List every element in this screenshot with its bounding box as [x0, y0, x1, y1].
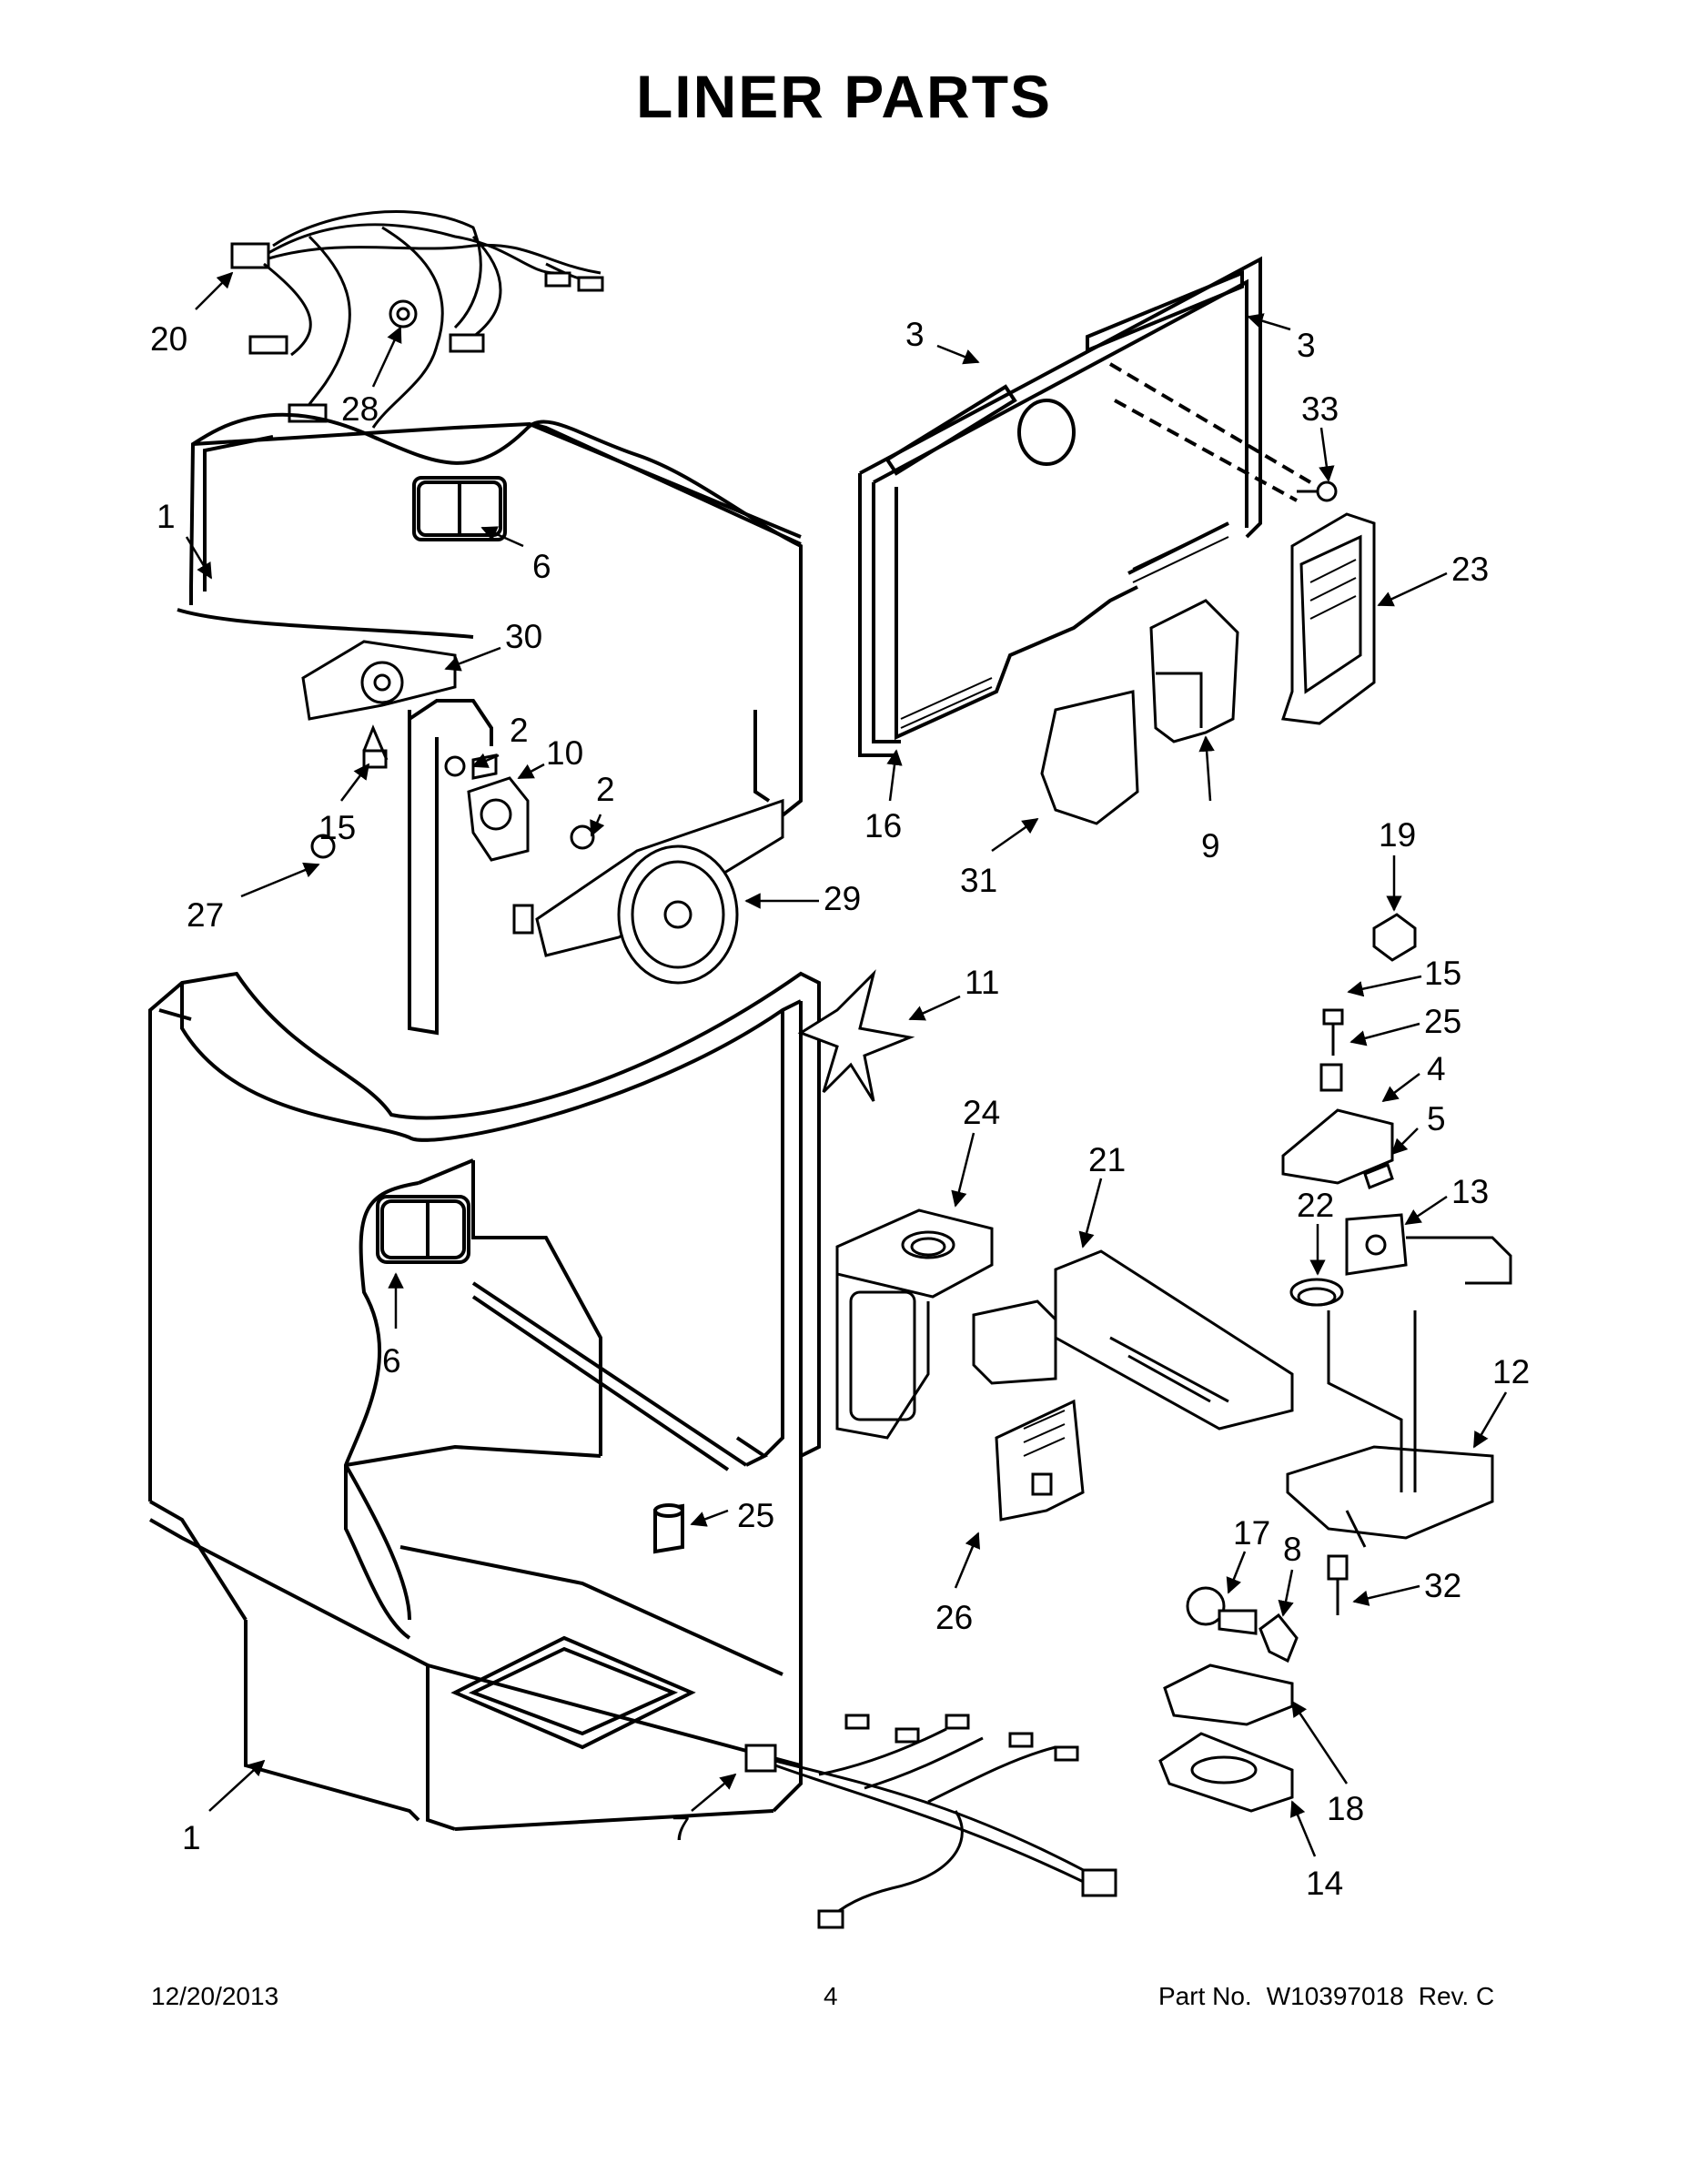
leader-arrows: [185, 271, 1508, 1857]
callout-32: 32: [1424, 1567, 1461, 1604]
callout-10: 10: [546, 734, 583, 772]
footer-part-number: W10397018: [1266, 1982, 1404, 2010]
wiring-harness-lower: [744, 1714, 1117, 1929]
callout-3-left: 3: [905, 316, 925, 353]
footer-part-label: Part No.: [1158, 1982, 1252, 2010]
callout-2-b: 2: [596, 771, 615, 808]
callout-30: 30: [505, 618, 542, 655]
freezer-liner: [177, 412, 803, 1036]
light-components: [1158, 1554, 1349, 1813]
wiring-harness-upper: [230, 210, 604, 429]
callout-1-lower: 1: [182, 1819, 201, 1856]
callout-5: 5: [1427, 1100, 1446, 1138]
fresh-food-liner: [148, 971, 821, 1831]
callout-6-lower: 6: [382, 1342, 401, 1380]
callout-6-upper: 6: [532, 548, 551, 585]
footer-page-number: 4: [824, 1982, 838, 2010]
evaporator-cover: [858, 256, 1312, 757]
air-grilles: [1040, 480, 1376, 825]
fan-assembly: [301, 640, 915, 1102]
page-title: LINER PARTS: [635, 63, 1053, 130]
callout-21: 21: [1088, 1141, 1126, 1178]
callout-28: 28: [341, 390, 379, 428]
callout-15-right: 15: [1424, 955, 1461, 992]
footer-part-info: Part No. W10397018 Rev. C: [1158, 1982, 1509, 2011]
callout-11: 11: [965, 964, 999, 1001]
footer-date: 12/20/2013: [151, 1982, 279, 2010]
callout-3-right: 3: [1297, 327, 1316, 364]
callout-8: 8: [1283, 1531, 1302, 1568]
callout-13: 13: [1451, 1173, 1489, 1210]
callout-9: 9: [1201, 827, 1220, 864]
crisper-cover-frame: [835, 1208, 1494, 1548]
callout-15-left: 15: [318, 809, 356, 846]
callout-18: 18: [1327, 1790, 1364, 1827]
callout-27: 27: [187, 896, 224, 934]
callout-7: 7: [672, 1810, 691, 1847]
callout-31: 31: [960, 862, 997, 899]
callout-12: 12: [1492, 1353, 1530, 1390]
callout-2-a: 2: [510, 712, 529, 749]
callout-26: 26: [935, 1599, 973, 1636]
callout-24: 24: [963, 1094, 1000, 1131]
callout-25-upper: 25: [1424, 1003, 1461, 1040]
callout-25-lower: 25: [737, 1497, 774, 1534]
callout-33: 33: [1301, 390, 1339, 428]
callout-14: 14: [1306, 1865, 1343, 1902]
callout-4: 4: [1427, 1050, 1446, 1087]
footer-revision: Rev. C: [1418, 1982, 1495, 2010]
callout-17: 17: [1233, 1514, 1270, 1552]
callout-23: 23: [1451, 551, 1489, 588]
callout-20: 20: [150, 320, 187, 358]
control-components: [1281, 913, 1512, 1307]
callout-16: 16: [864, 807, 902, 844]
callout-29: 29: [824, 880, 861, 917]
callout-1-upper: 1: [157, 498, 176, 535]
callout-19: 19: [1379, 816, 1416, 854]
callout-22: 22: [1297, 1187, 1334, 1224]
callout-labels: 20 28 1 6 30 2 10 2 15 27 29 11 3 3 33 2…: [150, 316, 1530, 1902]
